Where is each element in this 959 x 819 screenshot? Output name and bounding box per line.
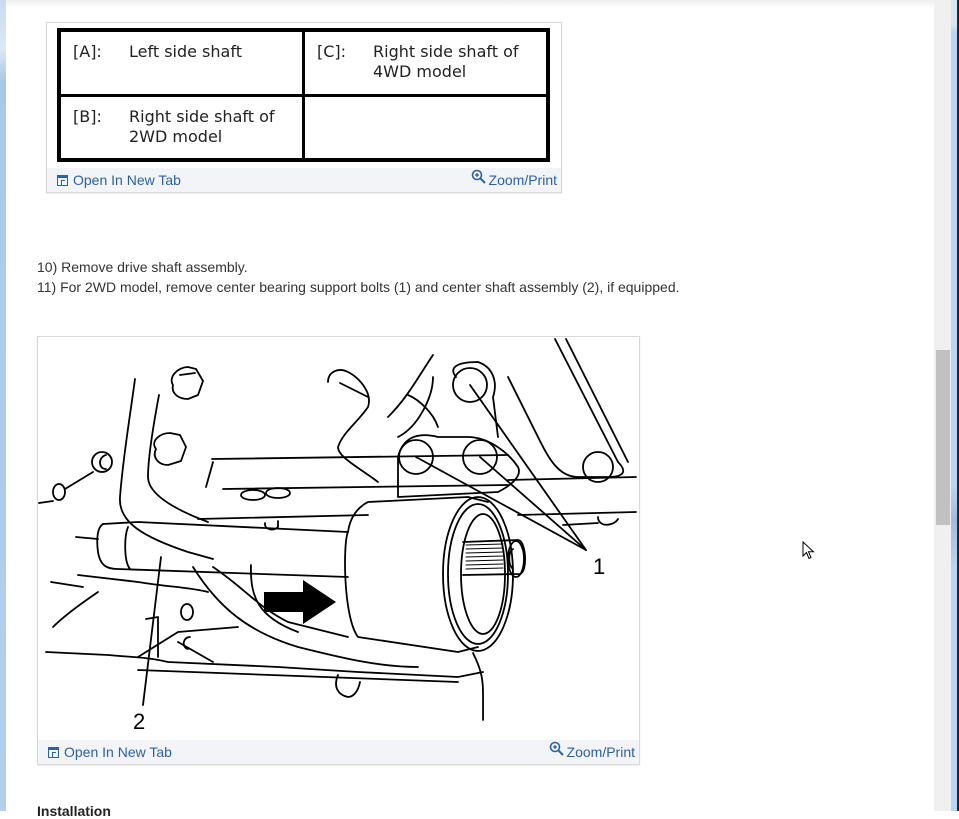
zoom-print-label: Zoom/Print — [566, 744, 635, 760]
window-left-border — [0, 0, 6, 811]
figure-footer: Open In New Tab Zoom/Print — [47, 168, 561, 192]
step-11: 11) For 2WD model, remove center bearing… — [37, 279, 680, 295]
legend-value: Left side shaft — [129, 42, 242, 61]
legend-row: [B]: Right side shaft of 2WD model — [57, 93, 550, 162]
legend-table: [A]: Left side shaft [C]: Right side sha… — [57, 28, 550, 162]
diagram-figure: 1 2 Open In New Tab Zoom/Print — [37, 336, 640, 765]
zoom-in-icon — [549, 741, 564, 756]
scrollbar-thumb[interactable] — [936, 350, 950, 525]
legend-value: Right side shaft of 2WD model — [129, 106, 275, 146]
figure-footer: Open In New Tab Zoom/Print — [38, 740, 639, 764]
procedure-steps: 10) Remove drive shaft assembly. 11) For… — [37, 257, 680, 297]
top-shadow — [6, 0, 934, 8]
mouse-cursor-icon — [802, 541, 815, 560]
new-tab-icon — [57, 174, 68, 186]
center-shaft-diagram: 1 2 — [38, 338, 637, 734]
zoom-print-label: Zoom/Print — [488, 172, 557, 188]
open-in-new-tab-link[interactable]: Open In New Tab — [57, 172, 181, 188]
window-right-border — [951, 0, 957, 811]
legend-cell-b: [B]: Right side shaft of 2WD model — [57, 93, 305, 162]
callout-2: 2 — [133, 709, 145, 734]
legend-cell-a: [A]: Left side shaft — [57, 28, 305, 97]
window-edge-dark — [957, 0, 959, 811]
legend-key: [C]: — [317, 42, 347, 61]
legend-key: [B]: — [73, 106, 102, 126]
legend-row: [A]: Left side shaft [C]: Right side sha… — [57, 28, 550, 97]
installation-heading: Installation — [37, 803, 111, 819]
legend-cell-c: [C]: Right side shaft of 4WD model — [302, 28, 550, 97]
zoom-print-link[interactable]: Zoom/Print — [471, 169, 557, 188]
open-in-new-tab-label: Open In New Tab — [73, 172, 181, 188]
zoom-print-link[interactable]: Zoom/Print — [549, 741, 635, 760]
zoom-in-icon — [471, 169, 486, 184]
legend-cell-empty — [302, 93, 550, 162]
open-in-new-tab-label: Open In New Tab — [64, 744, 172, 760]
legend-figure: [A]: Left side shaft [C]: Right side sha… — [46, 22, 562, 193]
legend-value: Right side shaft of 4WD model — [373, 42, 519, 81]
step-10: 10) Remove drive shaft assembly. — [37, 259, 248, 275]
new-tab-icon — [48, 746, 59, 758]
open-in-new-tab-link[interactable]: Open In New Tab — [48, 744, 172, 760]
legend-key: [A]: — [73, 42, 102, 61]
callout-1: 1 — [593, 554, 605, 579]
